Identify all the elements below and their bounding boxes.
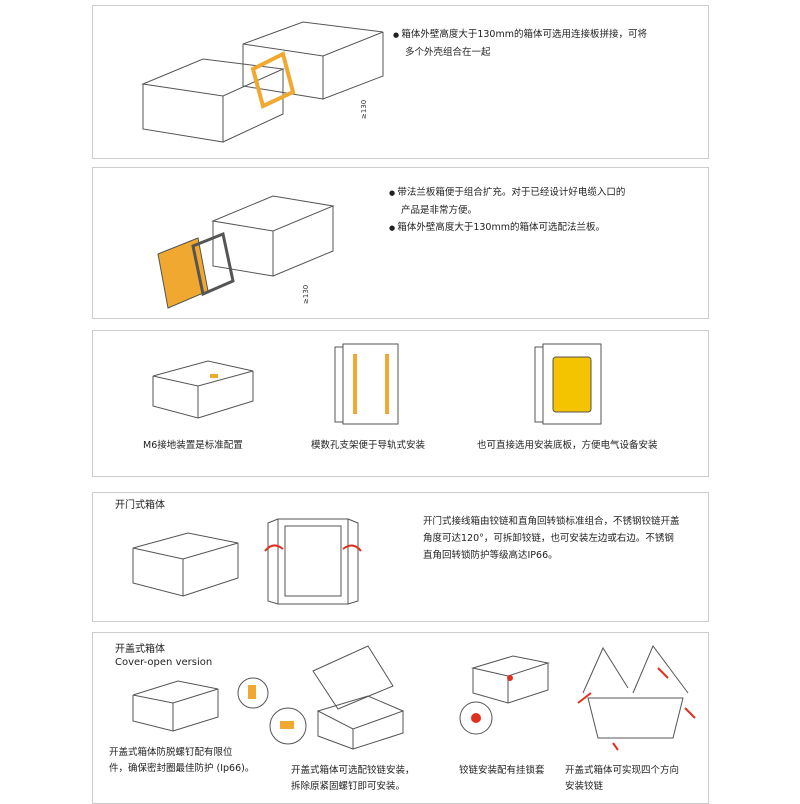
section-title: 开盖式箱体 bbox=[115, 644, 165, 655]
cover-box-drawing bbox=[132, 677, 269, 732]
feature-text: 带法兰板箱便于组合扩充。对于已经设计好电缆入口的 bbox=[389, 184, 625, 202]
caption: 开盖式箱体可选配铰链安装， bbox=[291, 765, 415, 776]
caption: 开盖式箱体防脱螺钉配有限位 bbox=[109, 747, 233, 758]
panel-cover-type: 开盖式箱体 Cover-open version 开盖式箱体防脱螺钉配有限位 件… bbox=[92, 632, 709, 804]
panel-accessories: M6接地装置是标准配置 模数孔支架便于导轨式安装 也可直接选用安装底板，方便电气… bbox=[92, 330, 709, 477]
panel-flange-plate: ≥130 带法兰板箱便于组合扩充。对于已经设计好电缆入口的 产品是非常方便。 箱… bbox=[92, 167, 709, 319]
feature-text: 角度可达120°，可拆卸铰链，也可安装左边或右边。不锈钢 bbox=[423, 533, 674, 544]
four-way-hinge-drawing bbox=[577, 645, 696, 751]
caption: 拆除原紧固螺钉即可安装。 bbox=[291, 781, 406, 792]
grounding-box-drawing bbox=[152, 360, 254, 419]
feature-text: 多个外壳组合在一起 bbox=[405, 47, 491, 58]
caption: M6接地装置是标准配置 bbox=[143, 440, 243, 451]
caption: 模数孔支架便于导轨式安装 bbox=[311, 440, 426, 451]
caption: 安装铰链 bbox=[565, 781, 604, 792]
section-title: 开门式箱体 bbox=[115, 500, 165, 511]
feature-text: 开门式接线箱由铰链和直角回转锁标准组合，不锈钢铰链开盖 bbox=[423, 516, 680, 527]
caption: 铰链安装配有挂锁套 bbox=[459, 765, 545, 776]
flange-box-drawing: ≥130 bbox=[157, 195, 335, 309]
section-subtitle: Cover-open version bbox=[115, 657, 213, 668]
din-rail-frame-drawing bbox=[334, 343, 399, 425]
open-door-drawing bbox=[264, 518, 362, 605]
connected-boxes-drawing: ≥130 bbox=[141, 21, 384, 143]
hinged-cover-drawing bbox=[269, 645, 405, 750]
feature-text: 箱体外壁高度大于130mm的箱体可选配法兰板。 bbox=[389, 219, 625, 237]
panel-door-type: 开门式箱体 开门式接线箱由铰链和直角回转锁标准组合，不锈钢铰链开盖 角度可达12… bbox=[92, 492, 709, 622]
dimension-label: ≥130 bbox=[302, 285, 310, 304]
caption: 件，确保密封圈最佳防护 (Ip66)。 bbox=[109, 763, 255, 774]
mounting-plate-drawing bbox=[534, 343, 602, 425]
feature-text: 箱体外壁高度大于130mm的箱体可选用连接板拼接，可将 bbox=[393, 26, 647, 44]
feature-text: 直角回转锁防护等级高达IP66。 bbox=[423, 550, 558, 561]
caption: 也可直接选用安装底板，方便电气设备安装 bbox=[477, 440, 658, 451]
padlock-hinge-drawing bbox=[459, 655, 550, 735]
door-box-drawing bbox=[132, 532, 239, 597]
dimension-label: ≥130 bbox=[360, 100, 368, 119]
caption: 开盖式箱体可实现四个方向 bbox=[565, 765, 680, 776]
feature-text: 产品是非常方便。 bbox=[401, 205, 478, 216]
panel-connection-plate: ≥130 箱体外壁高度大于130mm的箱体可选用连接板拼接，可将 多个外壳组合在… bbox=[92, 5, 709, 159]
